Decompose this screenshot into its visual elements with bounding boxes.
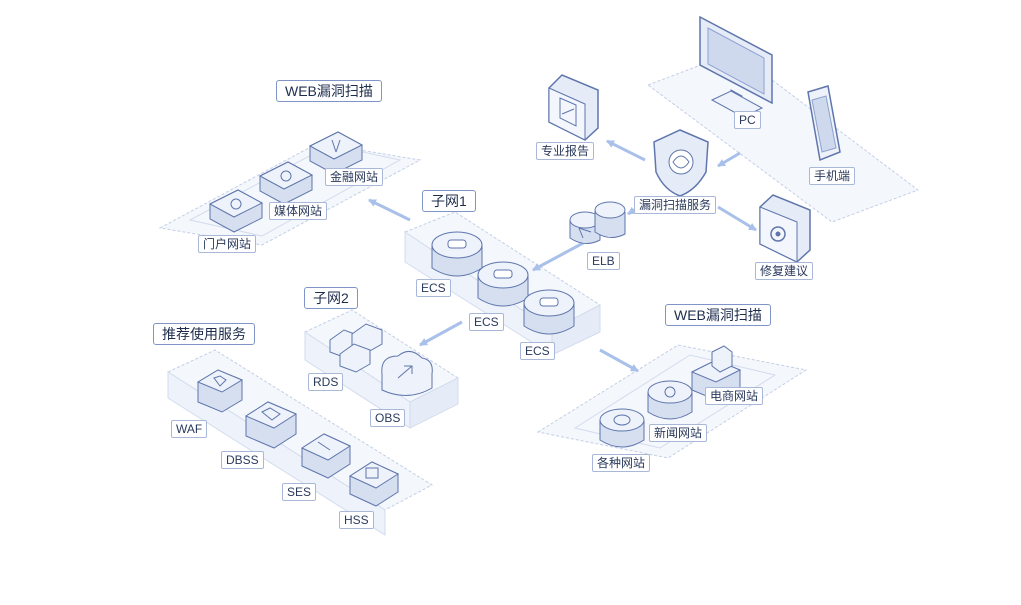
label-ecs-2: ECS bbox=[469, 313, 504, 331]
pc-monitor-icon bbox=[699, 15, 773, 118]
label-portal: 门户网站 bbox=[198, 235, 257, 253]
label-various-sites: 各种网站 bbox=[592, 454, 651, 472]
label-dbss: DBSS bbox=[221, 451, 264, 469]
group-title-subnet1: 子网1 bbox=[422, 190, 476, 212]
ses-box-icon bbox=[300, 433, 352, 479]
label-ecommerce: 电商网站 bbox=[705, 387, 764, 405]
label-scan-service: 漏洞扫描服务 bbox=[634, 196, 717, 214]
label-phone: 手机端 bbox=[809, 167, 856, 185]
label-pc: PC bbox=[734, 111, 761, 129]
arrow-scan-to-repair bbox=[717, 205, 757, 232]
various-sites-globe-icon bbox=[599, 408, 645, 448]
waf-shield-icon bbox=[196, 369, 244, 413]
group-title-subnet2: 子网2 bbox=[304, 287, 358, 309]
obs-cloud-icon bbox=[381, 351, 433, 396]
rds-hexagon-icon bbox=[329, 323, 383, 373]
report-device-icon bbox=[548, 74, 599, 141]
label-news: 新闻网站 bbox=[649, 424, 708, 442]
label-media: 媒体网站 bbox=[269, 202, 328, 220]
news-site-icon bbox=[647, 380, 693, 420]
label-obs: OBS bbox=[370, 409, 406, 427]
label-ses: SES bbox=[282, 483, 317, 501]
flow-arrows bbox=[368, 139, 757, 373]
group-title-recommended: 推荐使用服务 bbox=[153, 323, 255, 345]
label-hss: HSS bbox=[339, 511, 374, 529]
portal-site-icon bbox=[208, 189, 264, 233]
arrow-pc-to-scan bbox=[717, 151, 741, 168]
arrow-subnet1-to-subnet2 bbox=[419, 320, 463, 347]
phone-icon bbox=[807, 85, 841, 162]
label-rds: RDS bbox=[308, 373, 344, 391]
label-elb: ELB bbox=[587, 252, 620, 270]
dbss-shield-icon bbox=[244, 401, 298, 449]
label-report: 专业报告 bbox=[536, 142, 595, 160]
label-ecs-1: ECS bbox=[416, 279, 451, 297]
arrow-scan-to-report bbox=[606, 139, 646, 162]
group-title-web-scan-bottom: WEB漏洞扫描 bbox=[665, 304, 771, 326]
ecs-server-icon-2 bbox=[477, 261, 529, 307]
repair-device-icon bbox=[759, 194, 811, 263]
scan-service-shield-icon bbox=[653, 129, 709, 197]
label-repair: 修复建议 bbox=[755, 262, 814, 280]
hss-box-icon bbox=[348, 461, 400, 507]
ecs-server-icon-3 bbox=[523, 289, 575, 335]
arrow-subnet1-to-webscan-top bbox=[368, 198, 411, 222]
finance-site-icon bbox=[308, 131, 364, 175]
arrow-elb-to-subnet1 bbox=[532, 240, 586, 272]
label-waf: WAF bbox=[171, 420, 208, 438]
group-title-web-scan-top: WEB漏洞扫描 bbox=[276, 80, 382, 102]
label-finance: 金融网站 bbox=[325, 168, 384, 186]
elb-cylinder-icon bbox=[569, 201, 626, 244]
arrow-subnet1-to-webscan-bottom bbox=[599, 348, 639, 373]
ecs-server-icon-1 bbox=[431, 231, 483, 277]
label-ecs-3: ECS bbox=[520, 342, 555, 360]
media-site-icon bbox=[258, 161, 314, 205]
